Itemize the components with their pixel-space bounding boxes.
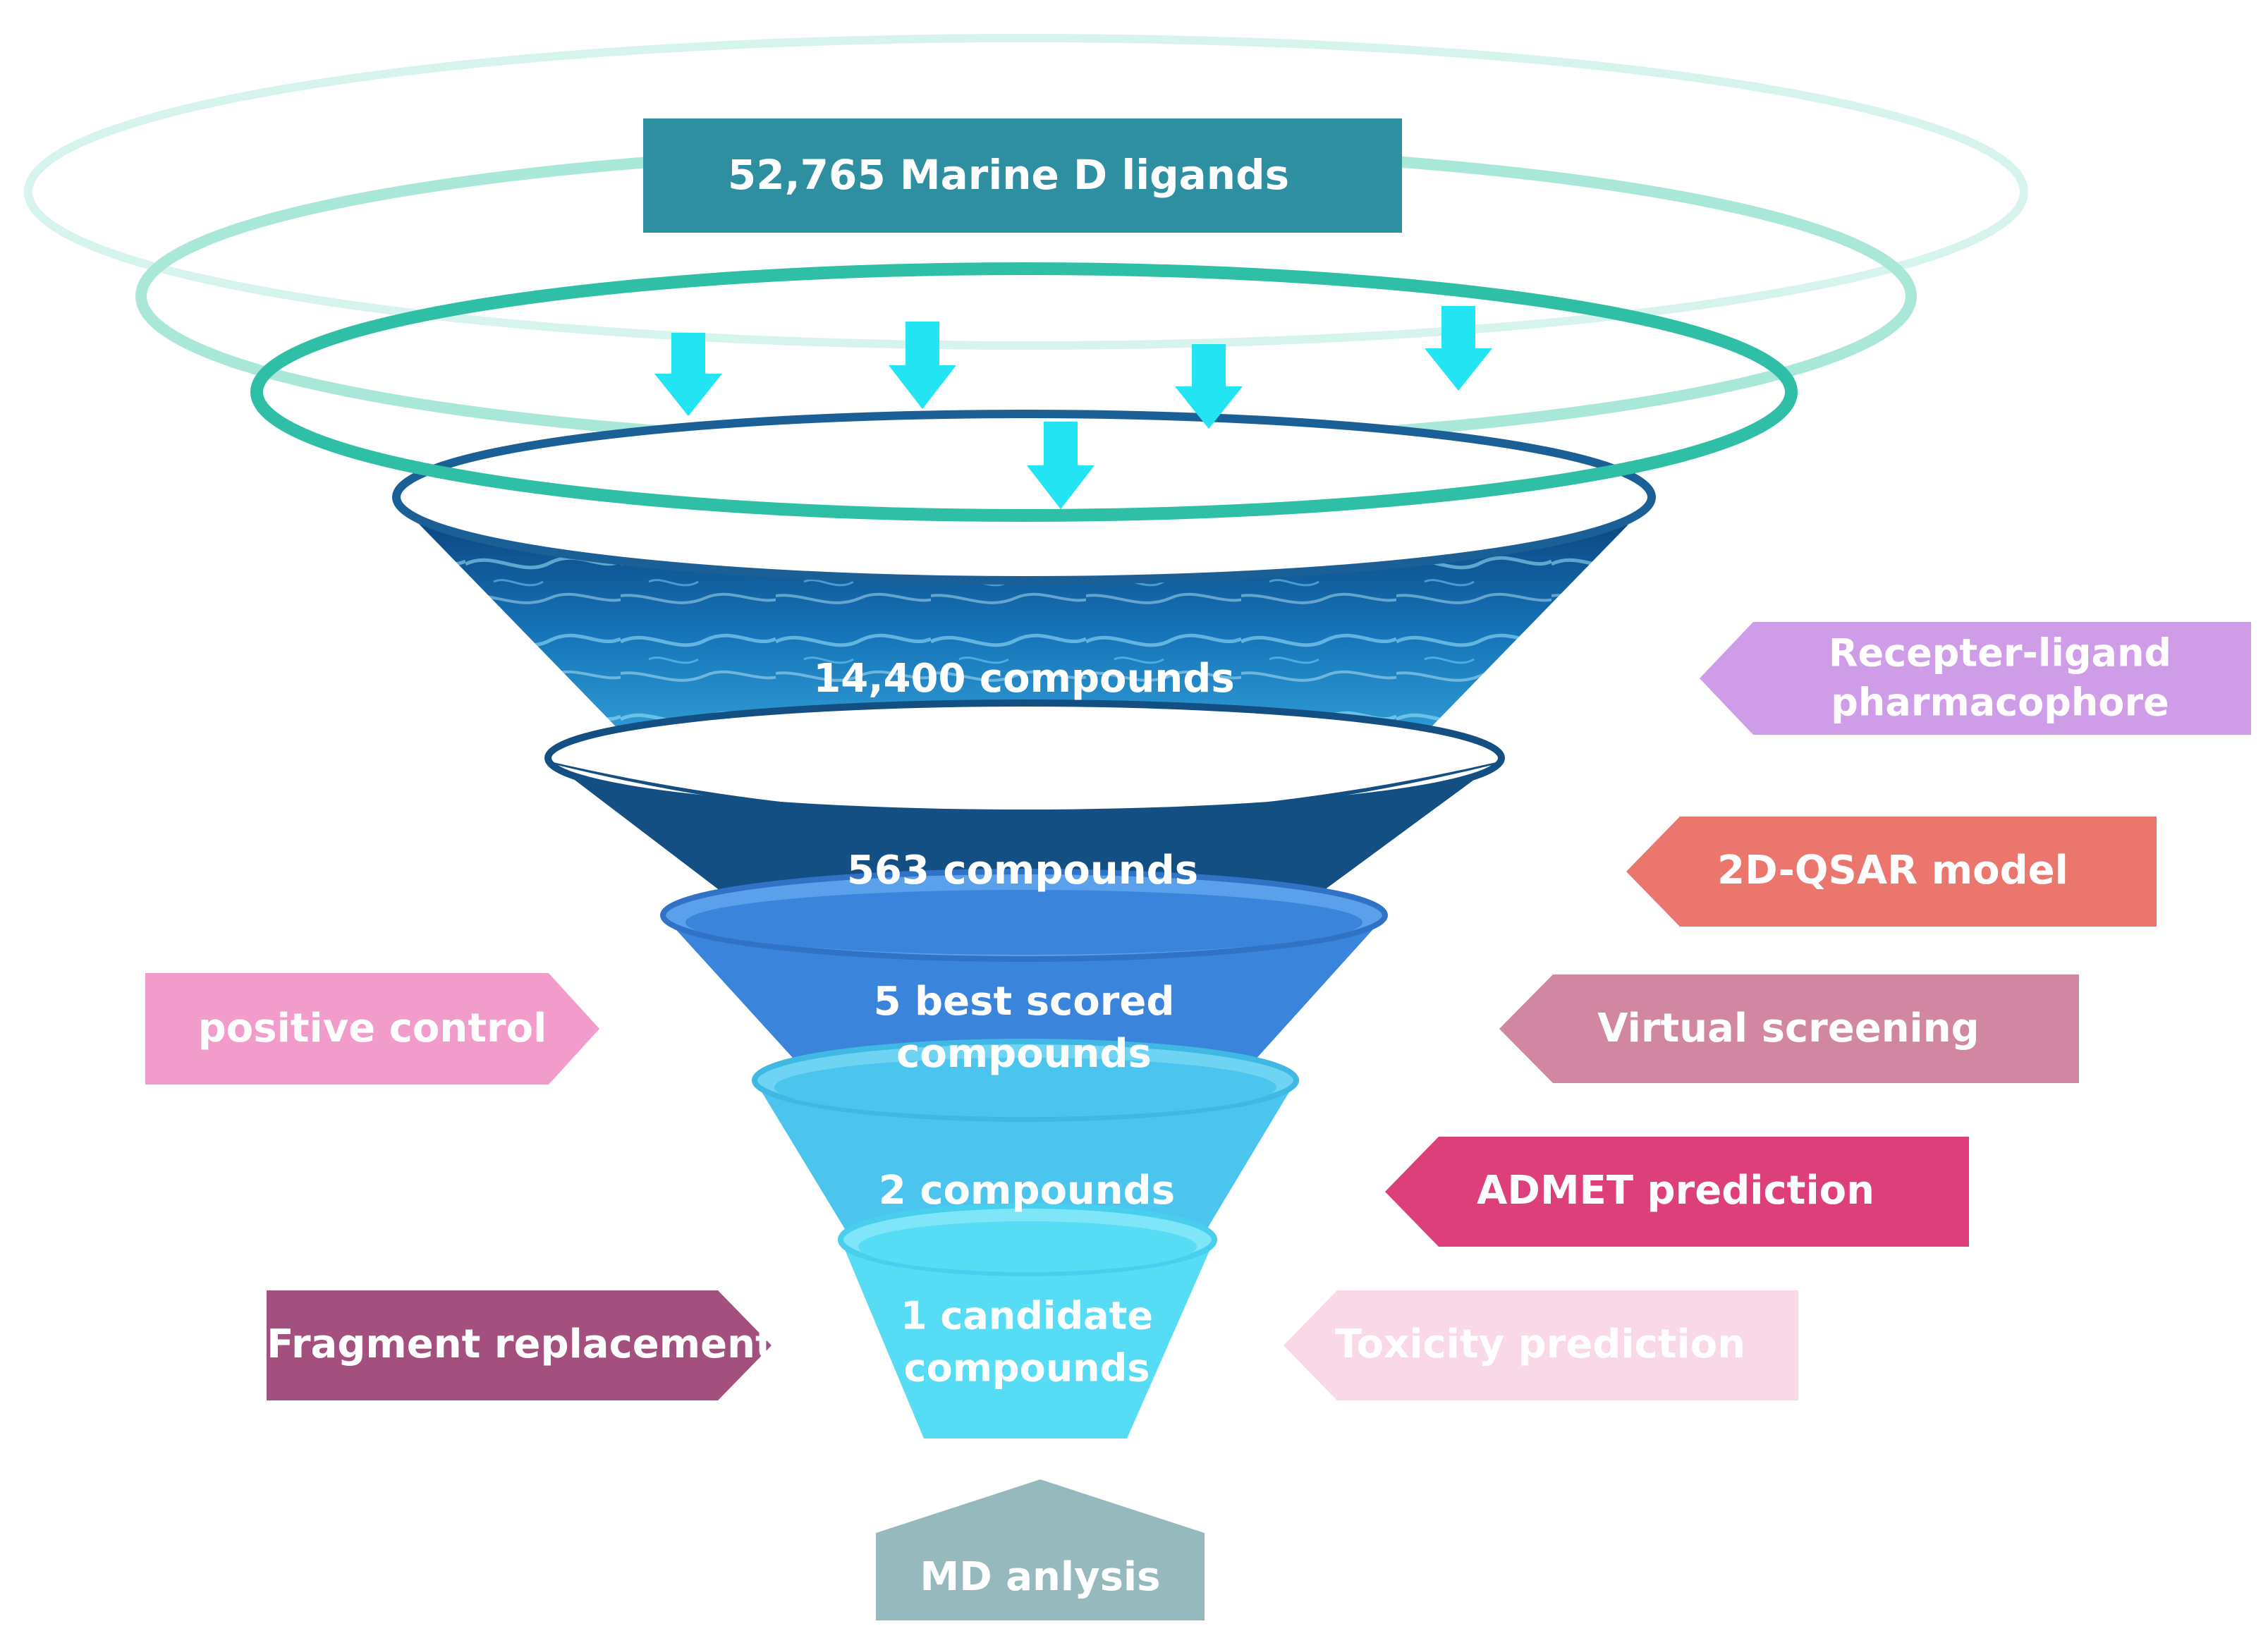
stage2-inner-shade xyxy=(549,762,1501,822)
stage5-label-line2: compounds xyxy=(904,1346,1150,1391)
arrow-down-4-icon xyxy=(1425,306,1492,391)
tag-positive-control-label: positive control xyxy=(198,1006,547,1051)
tag-pharmacophore-line2: pharmacophore xyxy=(1831,680,2169,725)
stage2-label: 563 compounds xyxy=(847,848,1198,893)
stage3-label-line1: 5 best scored xyxy=(874,979,1175,1025)
tag-toxicity-label: Toxicity prediction xyxy=(1335,1321,1745,1367)
tag-2d-qsar xyxy=(1626,817,2157,927)
source-label: 52,765 Marine D ligands xyxy=(728,151,1289,199)
arrow-down-3-icon xyxy=(1175,344,1243,429)
tag-md-analysis-label: MD anlysis xyxy=(920,1554,1161,1600)
source-box xyxy=(643,118,1402,233)
tag-pharmacophore xyxy=(1700,622,2251,735)
ring-outer xyxy=(24,34,2028,350)
arrow-down-5-icon xyxy=(1027,422,1095,509)
tag-pharmacophore-line1: Recepter-ligand xyxy=(1829,631,2171,676)
stage1-label: 14,400 compounds xyxy=(813,656,1234,702)
tag-admet-label: ADMET prediction xyxy=(1477,1168,1874,1214)
tag-2d-qsar-label: 2D-QSAR model xyxy=(1717,848,2068,893)
tag-virtual-screening-label: Virtual screening xyxy=(1597,1006,1979,1051)
stage2-top-rim xyxy=(544,700,1505,817)
tag-fragment-replacement-label: Fragment replacement xyxy=(267,1321,774,1367)
stage4-label: 2 compounds xyxy=(879,1168,1175,1214)
tag-admet xyxy=(1385,1137,1969,1247)
stage5-cone xyxy=(841,1240,1214,1438)
stage5-top-inner xyxy=(858,1221,1197,1272)
stage4-top-inner xyxy=(774,1058,1276,1117)
stage5-label-line1: 1 candidate xyxy=(901,1294,1153,1338)
arrow-down-1-icon xyxy=(654,333,722,416)
tag-md-analysis xyxy=(876,1479,1205,1620)
tag-toxicity xyxy=(1284,1290,1798,1400)
stage3-label-line2: compounds xyxy=(896,1031,1152,1077)
stage3-top-inner xyxy=(685,890,1362,955)
arrow-down-2-icon xyxy=(889,322,956,409)
tag-virtual-screening xyxy=(1499,975,2079,1083)
tag-fragment-replacement xyxy=(267,1290,772,1400)
tag-positive-control xyxy=(145,973,599,1085)
ring-inner xyxy=(250,262,1798,522)
stage1-top-rim xyxy=(392,410,1656,585)
